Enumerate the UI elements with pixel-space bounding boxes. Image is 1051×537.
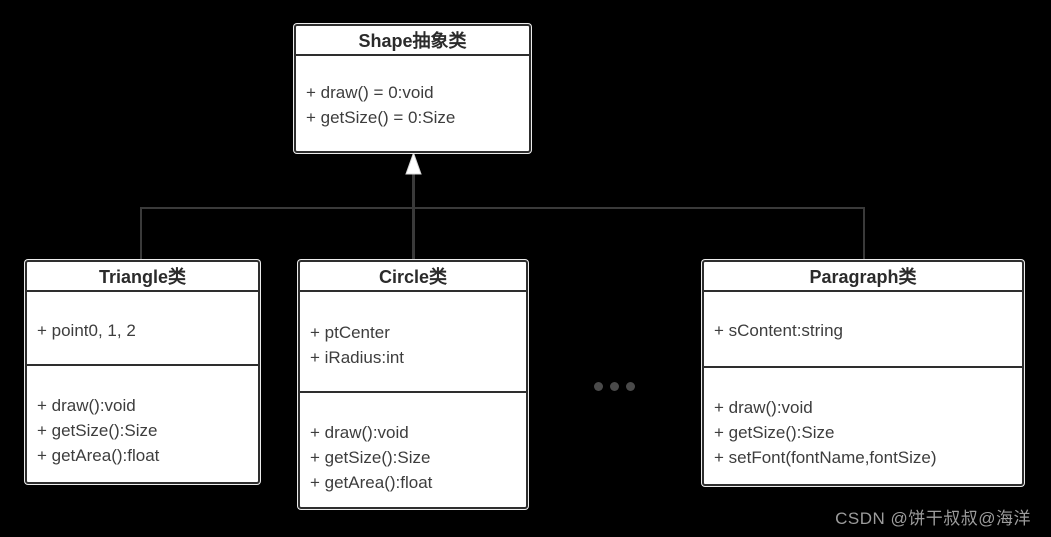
methods-section-triangle: + draw():void + getSize():Size + getArea… xyxy=(27,366,258,482)
attribute-row: + sContent:string xyxy=(714,321,843,340)
class-title-triangle: Triangle类 xyxy=(27,262,258,292)
attributes-section-paragraph: + sContent:string xyxy=(704,292,1022,368)
more-classes-ellipsis-icon xyxy=(594,382,635,391)
method-row: + draw():void xyxy=(714,398,813,417)
method-row: + getSize():Size xyxy=(714,423,835,442)
class-box-circle: Circle类 + ptCenter + iRadius:int + draw(… xyxy=(298,260,528,509)
class-title-paragraph: Paragraph类 xyxy=(704,262,1022,292)
method-row: + getArea():float xyxy=(310,473,433,492)
class-title-shape: Shape抽象类 xyxy=(296,26,529,56)
ellipsis-dot xyxy=(610,382,619,391)
attribute-row: + point0, 1, 2 xyxy=(37,321,136,340)
method-row: + getSize():Size xyxy=(37,421,158,440)
class-box-triangle: Triangle类 + point0, 1, 2 + draw():void +… xyxy=(25,260,260,484)
method-row: + setFont(fontName,fontSize) xyxy=(714,448,937,467)
inheritance-arrowhead-icon xyxy=(405,151,422,175)
attributes-section-triangle: + point0, 1, 2 xyxy=(27,292,258,366)
method-row: + draw():void xyxy=(37,396,136,415)
methods-section-paragraph: + draw():void + getSize():Size + setFont… xyxy=(704,368,1022,484)
class-box-shape: Shape抽象类 + draw() = 0:void + getSize() =… xyxy=(294,24,531,153)
attributes-section-circle: + ptCenter + iRadius:int xyxy=(300,292,526,393)
csdn-watermark: CSDN @饼干叔叔@海洋 xyxy=(835,509,1031,528)
ellipsis-dot xyxy=(626,382,635,391)
methods-section-shape: + draw() = 0:void + getSize() = 0:Size xyxy=(296,56,529,151)
class-box-paragraph: Paragraph类 + sContent:string + draw():vo… xyxy=(702,260,1024,486)
method-row: + draw():void xyxy=(310,423,409,442)
methods-section-circle: + draw():void + getSize():Size + getArea… xyxy=(300,393,526,507)
attribute-row: + ptCenter xyxy=(310,323,390,342)
class-title-circle: Circle类 xyxy=(300,262,526,292)
method-row: + getSize():Size xyxy=(310,448,431,467)
attribute-row: + iRadius:int xyxy=(310,348,405,367)
method-row: + draw() = 0:void xyxy=(306,83,434,102)
method-row: + getArea():float xyxy=(37,446,160,465)
method-row: + getSize() = 0:Size xyxy=(306,108,456,127)
ellipsis-dot xyxy=(594,382,603,391)
